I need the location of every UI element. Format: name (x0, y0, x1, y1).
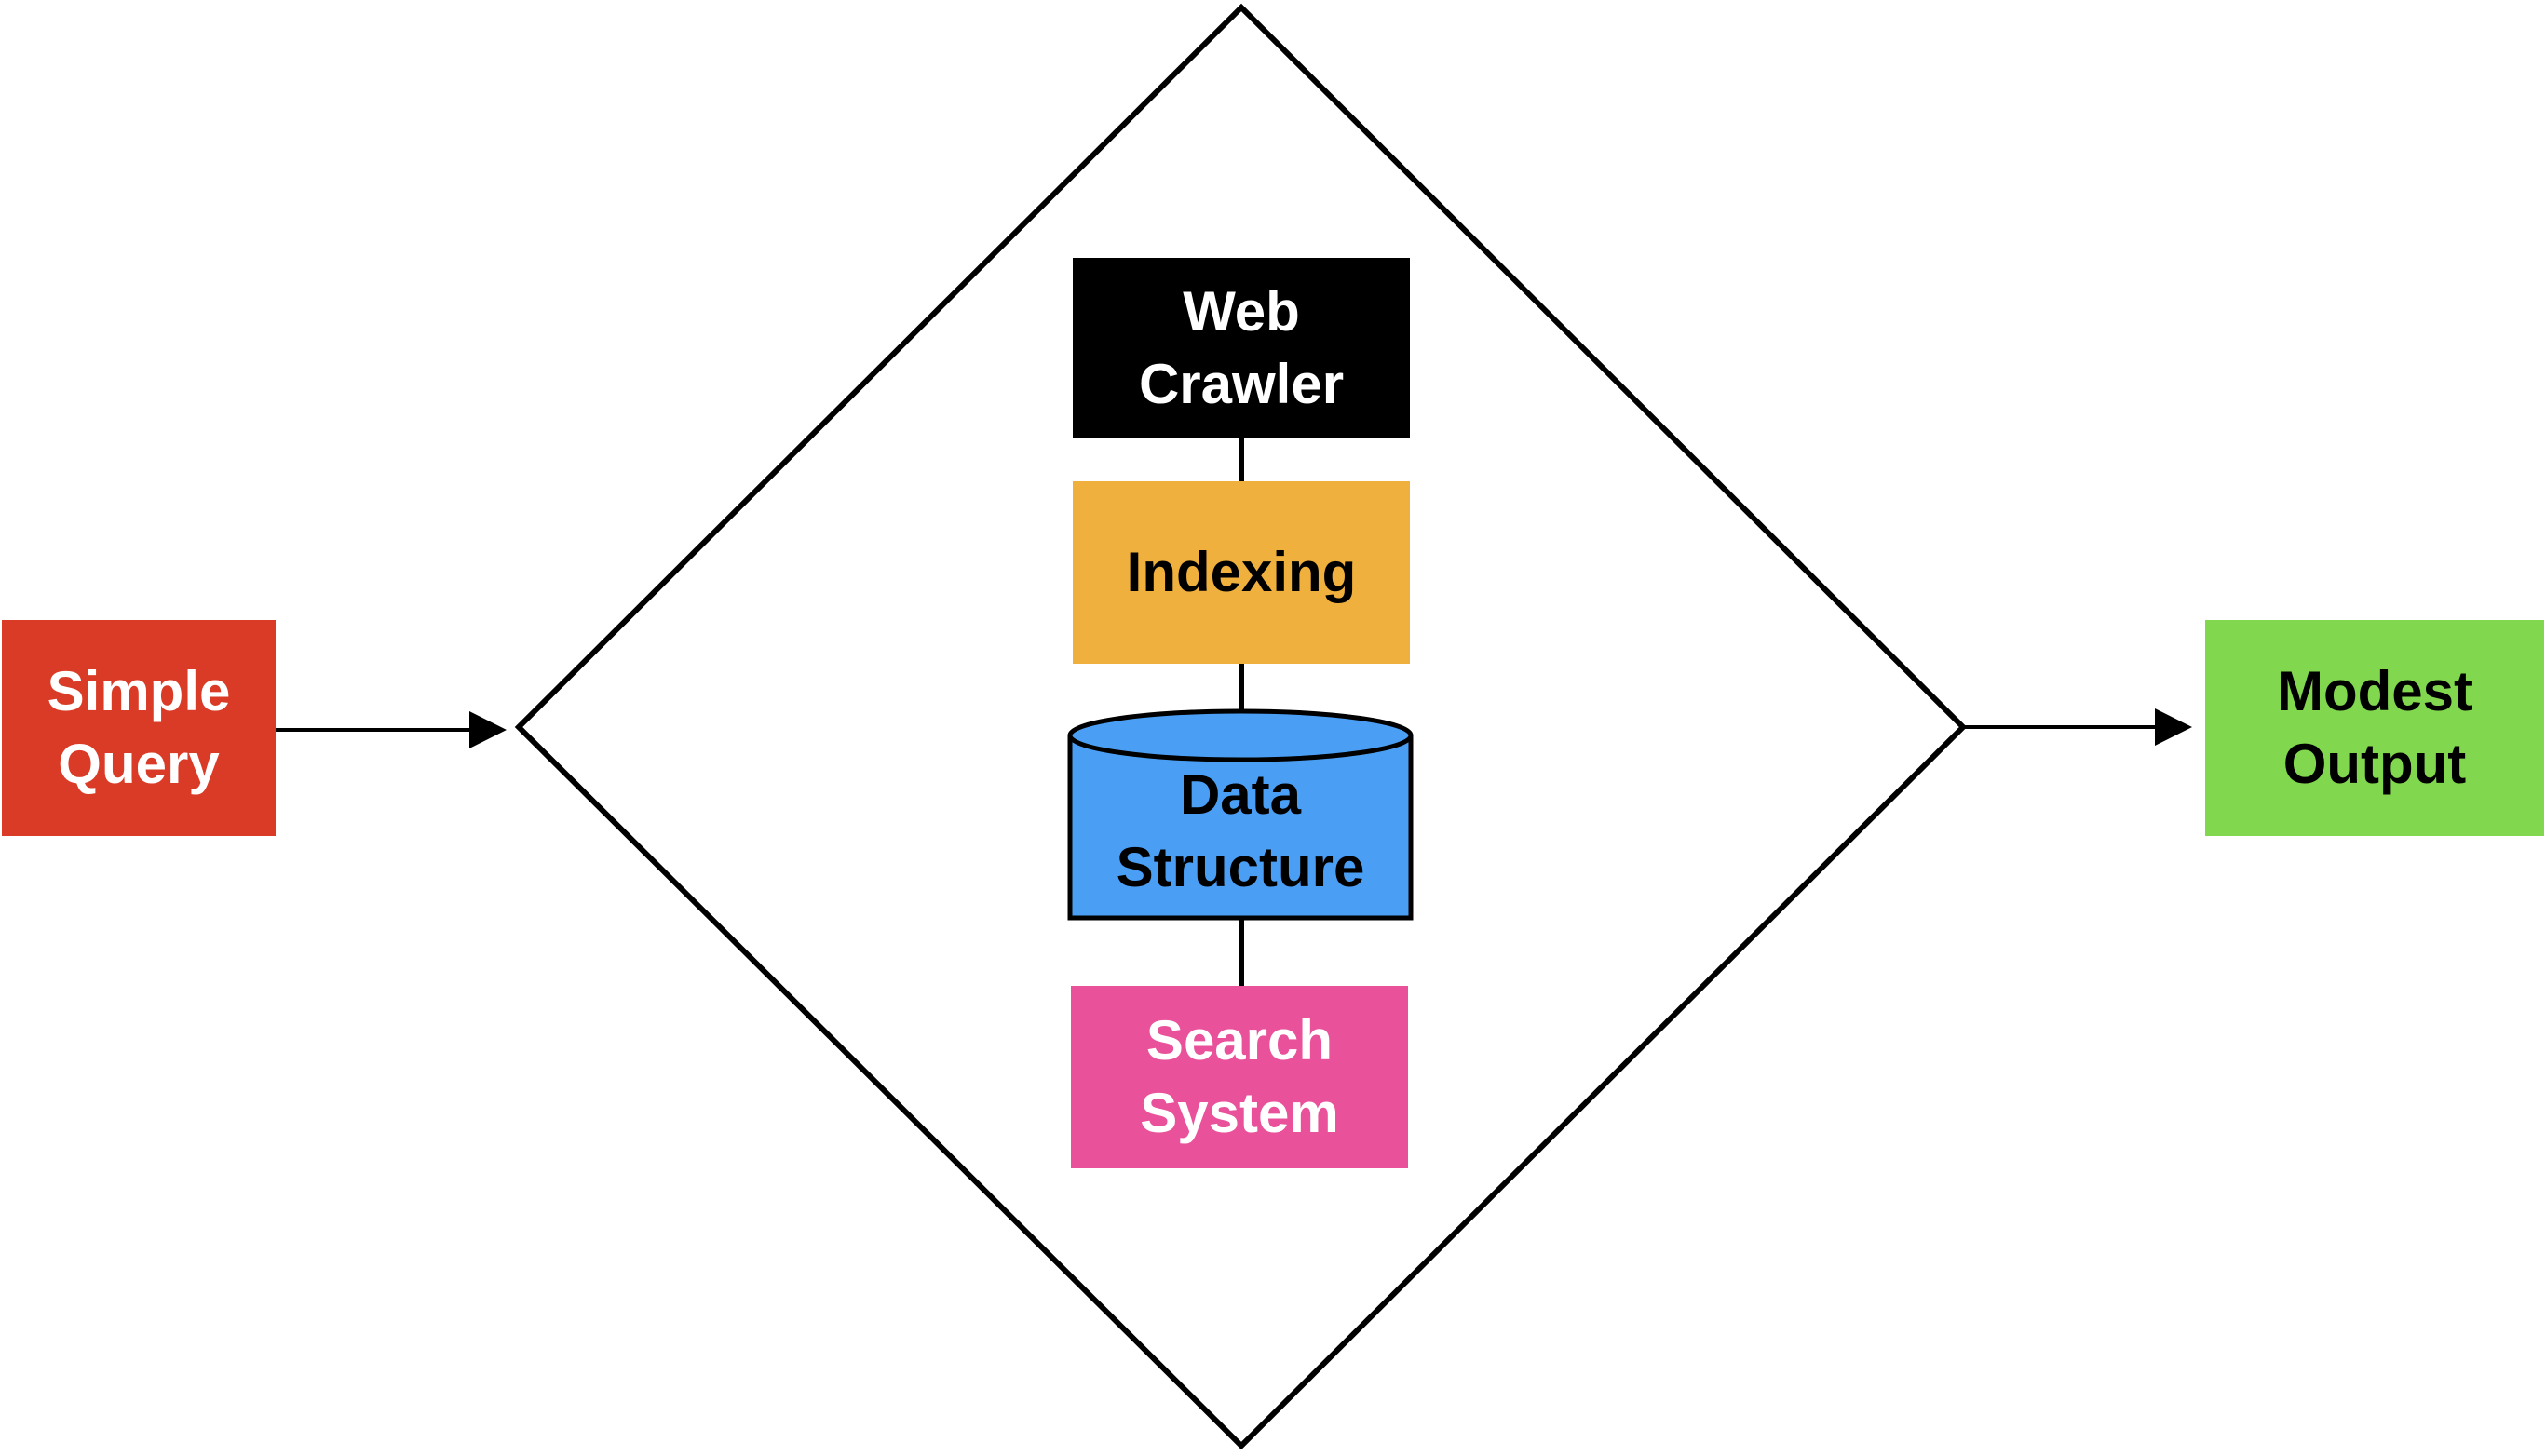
indexing-label: Indexing (1126, 541, 1357, 603)
data-structure-label-line1: Data (1179, 763, 1302, 826)
search-system-node: Search System (1071, 986, 1408, 1168)
simple-query-node: Simple Query (2, 620, 276, 836)
modest-output-label-line1: Modest (2277, 660, 2472, 722)
modest-output-node: Modest Output (2205, 620, 2544, 836)
data-structure-label-line2: Structure (1116, 836, 1365, 898)
web-crawler-label-line2: Crawler (1138, 353, 1345, 415)
search-system-label-line1: Search (1145, 1009, 1334, 1072)
web-crawler-label-line1: Web (1183, 280, 1300, 343)
web-crawler-node: Web Crawler (1073, 258, 1410, 438)
system-diamond (514, 3, 1968, 1450)
database-cylinder-shape (1067, 708, 1414, 921)
simple-query-label-line2: Query (58, 733, 220, 795)
indexing-node: Indexing (1073, 481, 1410, 664)
modest-output-label-line2: Output (2282, 733, 2467, 795)
search-system-label-line2: System (1140, 1082, 1339, 1144)
simple-query-label-line1: Simple (47, 660, 231, 722)
data-structure-node: Data Structure (1069, 735, 1412, 918)
